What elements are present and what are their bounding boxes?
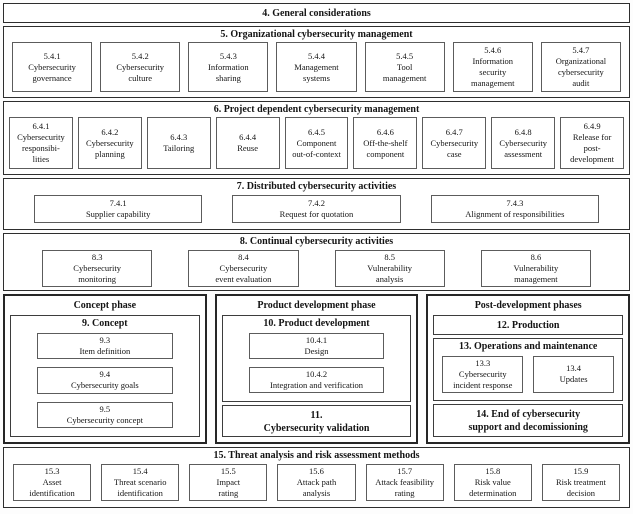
box-6-4-5: 6.4.5 Component out-of-context <box>284 117 349 169</box>
section-6-box: 6. Project dependent cybersecurity manag… <box>3 101 630 175</box>
section-14-title: 14. End of cybersecurity support and dec… <box>468 408 588 433</box>
section-9-items: 9.3 Item definition 9.4 Cybersecurity go… <box>11 330 199 436</box>
section-9-box: 9. Concept 9.3 Item definition 9.4 Cyber… <box>10 315 200 437</box>
section-5-title: 5. Organizational cybersecurity manageme… <box>220 29 413 40</box>
box-5-4-3: 5.4.3 Information sharing <box>188 42 269 92</box>
section-8-box: 8. Continual cybersecurity activities 8.… <box>3 233 630 291</box>
product-development-phase-box: Product development phase 10. Product de… <box>214 294 419 444</box>
box-10-4-1: 10.4.1 Design <box>248 333 385 359</box>
box-15-8: 15.8 Risk value determination <box>453 464 532 501</box>
post-development-phases-title: Post-development phases <box>474 300 582 311</box>
box-7-4-3: 7.4.3 Alignment of responsibilities <box>430 195 599 223</box>
product-development-phase-title: Product development phase <box>257 300 376 311</box>
concept-phase-box: Concept phase 9. Concept 9.3 Item defini… <box>3 294 207 444</box>
section-10-box: 10. Product development 10.4.1 Design 10… <box>221 315 412 402</box>
section-5-box: 5. Organizational cybersecurity manageme… <box>3 26 630 98</box>
box-6-4-3: 6.4.3 Tailoring <box>146 117 211 169</box>
post-development-phases-box: Post-development phases 12. Production 1… <box>426 294 631 444</box>
box-5-4-6: 5.4.6 Information security management <box>452 42 533 92</box>
box-15-7: 15.7 Attack feasibility rating <box>365 464 444 501</box>
box-8-6: 8.6 Vulnerability management <box>480 250 591 287</box>
section-12-title: 12. Production <box>496 319 560 331</box>
box-7-4-2: 7.4.2 Request for quotation <box>232 195 401 223</box>
box-6-4-9: 6.4.9 Release for post- development <box>560 117 625 169</box>
box-6-4-1: 6.4.1 Cybersecurity responsibi- lities <box>9 117 73 169</box>
box-5-4-5: 5.4.5 Tool management <box>364 42 445 92</box>
section-15-box: 15. Threat analysis and risk assessment … <box>3 447 630 508</box>
section-11-title: 11. Cybersecurity validation <box>263 409 370 434</box>
box-9-3: 9.3 Item definition <box>37 333 173 360</box>
box-15-5: 15.5 Impact rating <box>189 464 268 501</box>
box-5-4-1: 5.4.1 Cybersecurity governance <box>12 42 93 92</box>
section-13-items: 13.3 Cybersecurity incident response 13.… <box>434 353 622 400</box>
section-15-title: 15. Threat analysis and risk assessment … <box>213 450 420 461</box>
section-12-box: 12. Production <box>433 315 624 335</box>
section-13-title: 13. Operations and maintenance <box>459 340 598 352</box>
phase-band: Concept phase 9. Concept 9.3 Item defini… <box>3 294 631 444</box>
box-8-3: 8.3 Cybersecurity monitoring <box>42 250 153 287</box>
section-7-title: 7. Distributed cybersecurity activities <box>236 181 397 192</box>
box-13-4: 13.4 Updates <box>533 355 615 393</box>
section-10-title: 10. Product development <box>263 318 370 329</box>
section-13-box: 13. Operations and maintenance 13.3 Cybe… <box>433 337 624 401</box>
box-5-4-7: 5.4.7 Organizational cybersecurity audit <box>540 42 621 92</box>
box-15-3: 15.3 Asset identification <box>13 464 92 501</box>
box-6-4-6: 6.4.6 Off-the-shelf component <box>353 117 418 169</box>
concept-phase-title: Concept phase <box>73 300 137 311</box>
section-4-box: 4. General considerations <box>3 3 630 23</box>
box-15-4: 15.4 Threat scenario identification <box>101 464 180 501</box>
section-6-title: 6. Project dependent cybersecurity manag… <box>213 104 420 115</box>
box-9-5: 9.5 Cybersecurity concept <box>37 401 173 428</box>
section-7-items: 7.4.1 Supplier capability 7.4.2 Request … <box>4 193 629 229</box>
section-11-box: 11. Cybersecurity validation <box>221 405 412 437</box>
box-6-4-4: 6.4.4 Reuse <box>215 117 280 169</box>
box-8-4: 8.4 Cybersecurity event evaluation <box>188 250 299 287</box>
box-7-4-1: 7.4.1 Supplier capability <box>34 195 203 223</box>
box-15-6: 15.6 Attack path analysis <box>277 464 356 501</box>
section-6-items: 6.4.1 Cybersecurity responsibi- lities 6… <box>4 116 629 174</box>
section-4-title: 4. General considerations <box>262 8 371 19</box>
box-13-3: 13.3 Cybersecurity incident response <box>442 355 524 393</box>
section-5-items: 5.4.1 Cybersecurity governance 5.4.2 Cyb… <box>4 41 629 97</box>
box-9-4: 9.4 Cybersecurity goals <box>37 367 173 394</box>
box-10-4-2: 10.4.2 Integration and verification <box>248 367 385 393</box>
section-15-items: 15.3 Asset identification 15.4 Threat sc… <box>4 462 629 507</box>
section-8-title: 8. Continual cybersecurity activities <box>239 236 394 247</box>
box-5-4-2: 5.4.2 Cybersecurity culture <box>100 42 181 92</box>
section-9-title: 9. Concept <box>82 318 128 329</box>
section-10-items: 10.4.1 Design 10.4.2 Integration and ver… <box>223 330 411 401</box>
box-5-4-4: 5.4.4 Management systems <box>276 42 357 92</box>
box-6-4-7: 6.4.7 Cybersecurity case <box>422 117 487 169</box>
box-6-4-2: 6.4.2 Cybersecurity planning <box>77 117 142 169</box>
box-6-4-8: 6.4.8 Cybersecurity assessment <box>491 117 556 169</box>
section-7-box: 7. Distributed cybersecurity activities … <box>3 178 630 230</box>
box-8-5: 8.5 Vulnerability analysis <box>334 250 445 287</box>
section-14-box: 14. End of cybersecurity support and dec… <box>433 403 624 437</box>
section-8-items: 8.3 Cybersecurity monitoring 8.4 Cyberse… <box>4 248 629 293</box>
box-15-9: 15.9 Risk treatment decision <box>541 464 620 501</box>
